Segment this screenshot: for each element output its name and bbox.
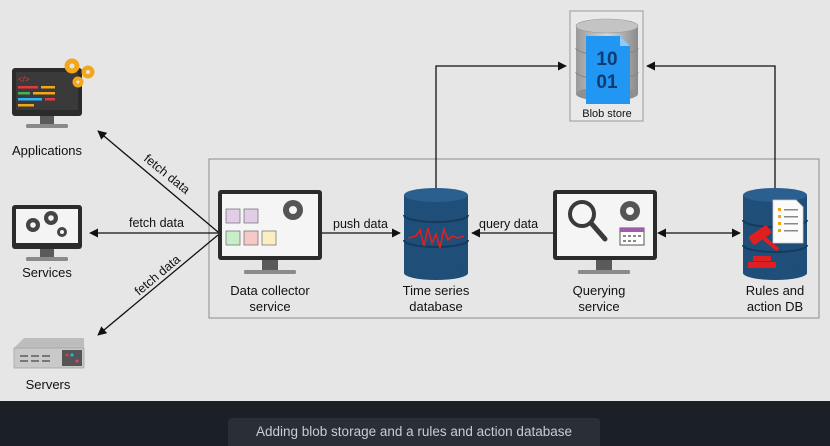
label-servers: Servers: [26, 377, 71, 392]
edge-label-fetch-services: fetch data: [129, 216, 184, 230]
svg-text:</>: </>: [18, 75, 30, 84]
querying-gear-icon: [620, 201, 640, 221]
document-icon: [772, 199, 804, 244]
label-rules-line1: Rules and: [746, 283, 805, 298]
label-data-collector-line2: service: [249, 299, 290, 314]
magnifier-icon: [568, 200, 608, 242]
label-blob-store: Blob store: [582, 108, 632, 120]
diagram-canvas: fetch data fetch data fetch data push da…: [0, 0, 830, 401]
label-applications: Applications: [12, 143, 83, 158]
services-gear-icon: [26, 211, 67, 237]
calendar-icon: [619, 227, 645, 246]
data-collector-gear-icon: [283, 200, 303, 220]
figure-caption: Adding blob storage and a rules and acti…: [228, 418, 600, 446]
edge-rules-to-blob: [646, 61, 776, 188]
label-rules-line2: action DB: [747, 299, 803, 314]
label-querying-line2: service: [578, 299, 619, 314]
gavel-icon: [748, 225, 780, 268]
applications-gear-icon: [64, 58, 95, 88]
blob-digits-top: 10: [596, 49, 617, 70]
time-series-database-icon: [403, 188, 469, 280]
edge-label-query-data: query data: [479, 217, 538, 231]
label-tsdb-line2: database: [409, 299, 463, 314]
edge-fetch-applications: [97, 130, 219, 233]
edge-label-push-data: push data: [333, 217, 388, 231]
edge-fetch-servers: [97, 234, 219, 336]
blob-digits-bottom: 01: [596, 72, 618, 93]
blob-store-icon: [575, 18, 639, 104]
edge-label-fetch-servers: fetch data: [132, 252, 183, 298]
data-collector-monitor-icon: [218, 190, 322, 274]
applications-monitor-icon: </>: [12, 68, 82, 128]
server-icon: [13, 338, 85, 369]
architecture-diagram: fetch data fetch data fetch data push da…: [12, 10, 820, 392]
service-boundary: [208, 158, 820, 319]
label-querying-line1: Querying: [573, 283, 626, 298]
edge-tsdb-to-blob: [435, 61, 567, 188]
label-services: Services: [22, 265, 72, 280]
label-tsdb-line1: Time series: [403, 283, 470, 298]
label-data-collector-line1: Data collector: [230, 283, 310, 298]
